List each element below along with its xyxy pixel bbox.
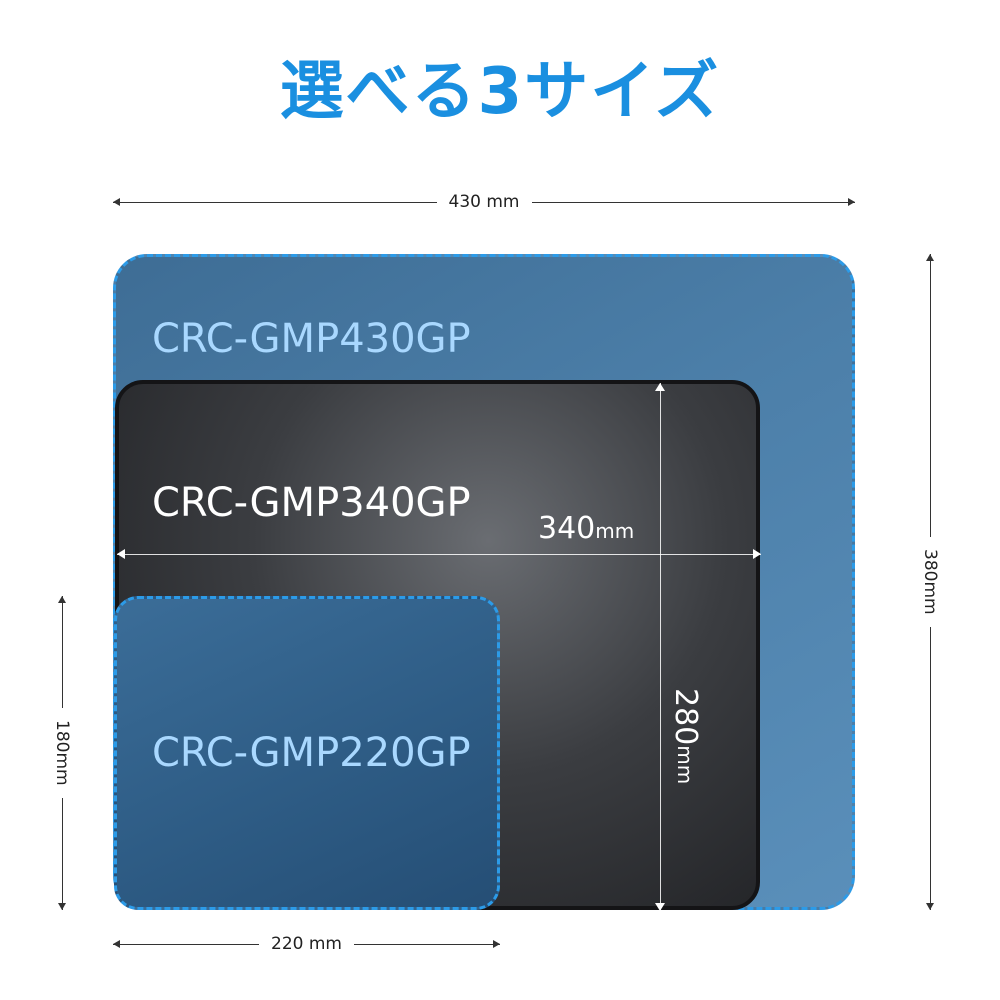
medium-height-unit: mm bbox=[673, 745, 697, 785]
right-height-dimension: 380mm bbox=[916, 254, 944, 911]
left-height-label: 180mm bbox=[52, 720, 72, 786]
left-height-dimension: 180mm bbox=[48, 596, 76, 911]
top-width-dimension: 430 mm bbox=[113, 192, 856, 212]
page-title: 選べる3サイズ bbox=[279, 55, 721, 129]
medium-width-arrow bbox=[117, 549, 761, 559]
mousepad-medium-label: CRC-GMP340GP bbox=[152, 480, 471, 526]
dimension-arrow-left bbox=[113, 939, 260, 948]
bottom-width-label: 220 mm bbox=[271, 934, 342, 954]
medium-height-arrow bbox=[655, 383, 665, 911]
dimension-arrow-up bbox=[57, 596, 66, 709]
dimension-arrow-left bbox=[113, 197, 437, 206]
bottom-width-dimension: 220 mm bbox=[113, 934, 501, 954]
mousepad-small bbox=[114, 596, 500, 910]
top-width-label: 430 mm bbox=[448, 192, 520, 212]
medium-width-value: 340 bbox=[538, 511, 596, 546]
medium-width-unit: mm bbox=[595, 519, 635, 543]
medium-width-label: 340mm bbox=[538, 512, 634, 548]
dimension-arrow-down bbox=[57, 797, 66, 911]
medium-height-label: 280mm bbox=[668, 688, 703, 785]
dimension-arrow-right bbox=[354, 939, 501, 948]
dimension-arrow-down bbox=[925, 626, 934, 911]
right-height-label: 380mm bbox=[920, 549, 940, 615]
mousepad-large-label: CRC-GMP430GP bbox=[152, 316, 471, 362]
mousepad-small-label: CRC-GMP220GP bbox=[152, 730, 471, 776]
dimension-arrow-up bbox=[925, 254, 934, 538]
dimension-arrow-right bbox=[531, 197, 856, 206]
medium-height-value: 280 bbox=[668, 688, 703, 746]
